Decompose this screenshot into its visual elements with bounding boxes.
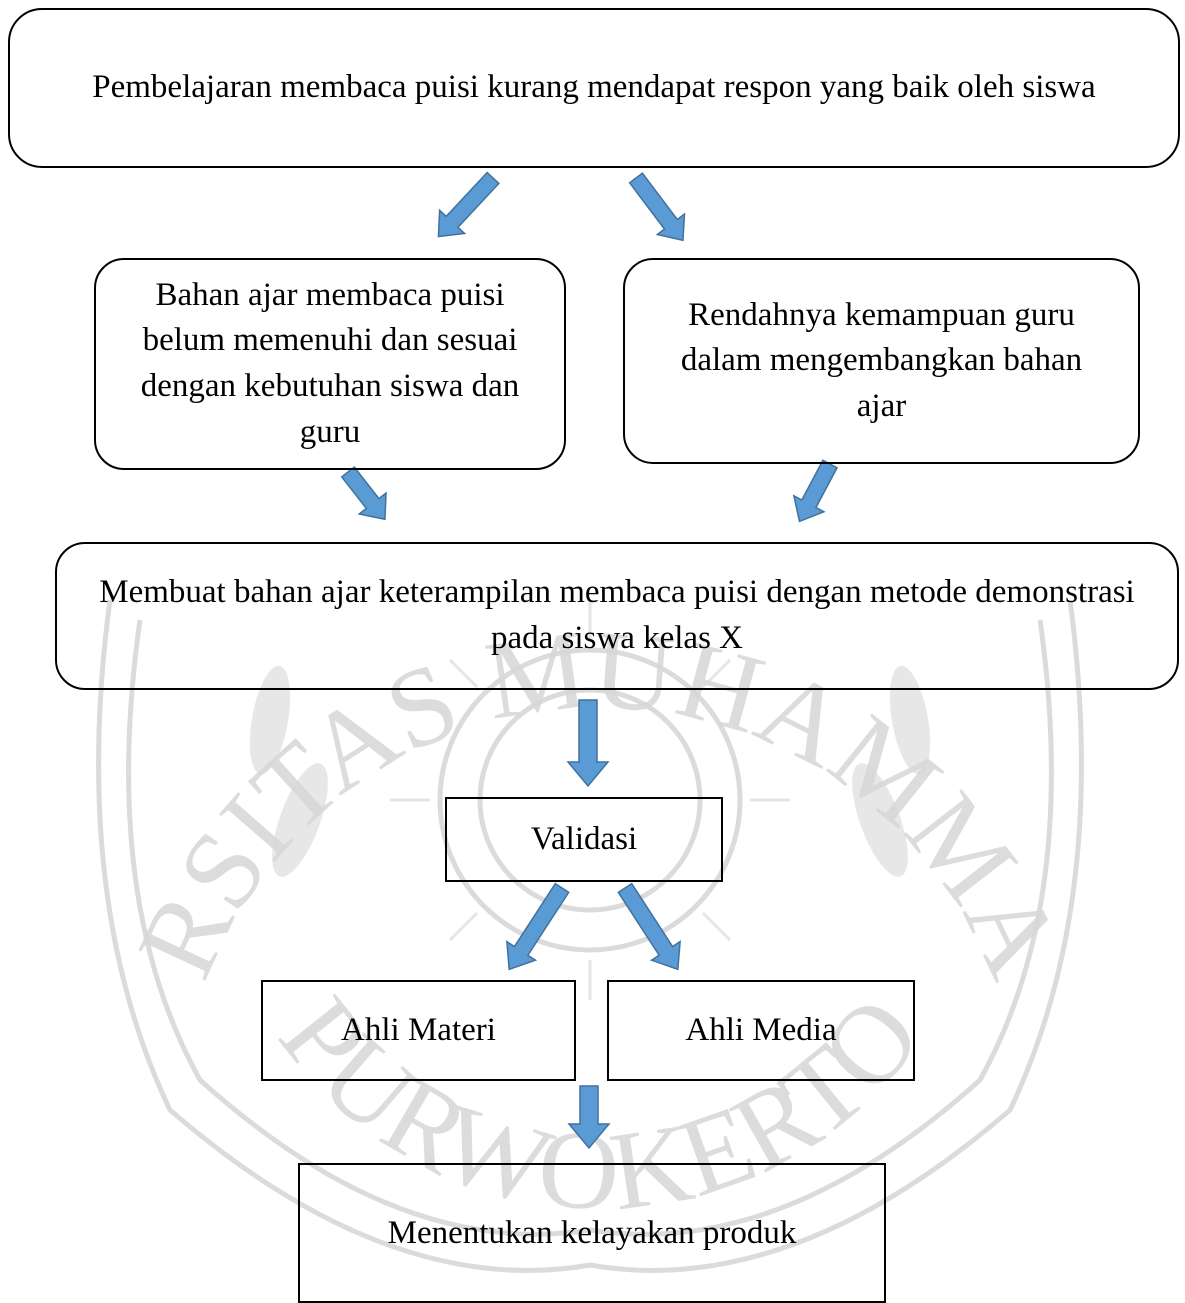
arrow-mid-to-validasi [566, 699, 610, 788]
arrow-right-to-mid [792, 459, 839, 523]
arrow-validasi-to-materi [506, 882, 570, 971]
node-ahli-media: Ahli Media [607, 980, 915, 1081]
node-teacher-ability-text: Rendahnya kemampuan guru dalam mengemban… [680, 296, 1083, 424]
arrow-top-to-left [437, 171, 500, 238]
arrow-materi-to-kelayakan [567, 1085, 611, 1150]
node-kelayakan: Menentukan kelayakan produk [298, 1163, 886, 1303]
node-kelayakan-text: Menentukan kelayakan produk [387, 1215, 797, 1251]
node-problem: Pembelajaran membaca puisi kurang mendap… [8, 8, 1180, 168]
arrow-top-to-right [628, 172, 686, 242]
node-create-material: Membuat bahan ajar keterampilan membaca … [55, 542, 1179, 690]
arrow-left-to-mid [340, 466, 387, 521]
node-ahli-media-text: Ahli Media [685, 1011, 837, 1048]
node-validasi-text: Validasi [530, 820, 638, 857]
node-create-material-text: Membuat bahan ajar keterampilan membaca … [99, 574, 1135, 656]
node-problem-text: Pembelajaran membaca puisi kurang mendap… [92, 69, 1096, 106]
node-validasi: Validasi [445, 797, 723, 882]
node-material-gap: Bahan ajar membaca puisi belum memenuhi … [94, 258, 566, 470]
arrow-validasi-to-media [617, 882, 681, 971]
node-ahli-materi: Ahli Materi [261, 980, 576, 1081]
node-teacher-ability: Rendahnya kemampuan guru dalam mengemban… [623, 258, 1140, 464]
node-ahli-materi-text: Ahli Materi [341, 1011, 496, 1048]
node-material-gap-text: Bahan ajar membaca puisi belum memenuhi … [140, 276, 520, 450]
